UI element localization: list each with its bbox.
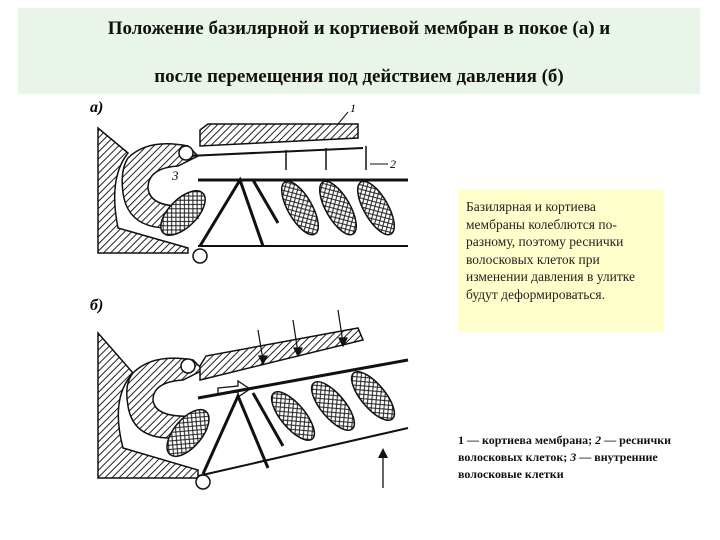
membrane-diagram: а) 1 2 3 — [90, 99, 409, 490]
bony-wall-a — [97, 126, 189, 254]
outer-hair-cells-a — [160, 180, 395, 236]
pillar-cells-a — [198, 176, 265, 247]
callout-3-label: 3 — [171, 168, 179, 183]
panel-b: б) — [90, 297, 409, 490]
explanation-note: Базилярная и кортиева мембраны колеблютс… — [458, 190, 664, 332]
outer-hair-cells-b — [166, 371, 396, 458]
tectorial-membrane-a — [199, 123, 359, 147]
legend-num-1: 1 — [458, 433, 464, 447]
legend-text-3: — внутренние волосковые клетки — [458, 450, 658, 481]
title-band: Положение базилярной и кортиевой мембран… — [18, 8, 700, 94]
cilia-a — [285, 146, 367, 170]
slide-title-line-2: после перемещения под действием давления… — [154, 66, 564, 87]
basilar-membrane-b — [197, 358, 409, 400]
panel-a: а) 1 2 3 — [90, 99, 408, 264]
legend-num-2: 2 — [595, 433, 602, 447]
pressure-arrows-b — [257, 309, 348, 366]
panel-a-label: а) — [90, 99, 103, 116]
upward-arrow-b — [378, 448, 388, 488]
pillar-cells-b — [201, 392, 270, 475]
legend-num-3: 3 — [570, 450, 577, 464]
figure-legend: 1 — кортиева мембрана; 2 — реснички воло… — [458, 432, 680, 483]
slide-title-line-1: Положение базилярной и кортиевой мембран… — [107, 18, 611, 39]
basilar-baseline-b — [197, 427, 409, 477]
panel-b-label: б) — [90, 297, 103, 314]
callout-1-label: 1 — [350, 101, 356, 115]
callout-2-label: 2 — [390, 157, 396, 171]
tectorial-membrane-b — [199, 327, 365, 381]
legend-text-2: — реснички волосковых клеток; — [458, 433, 672, 464]
legend-text-1: — кортиева мембрана; — [464, 433, 596, 447]
